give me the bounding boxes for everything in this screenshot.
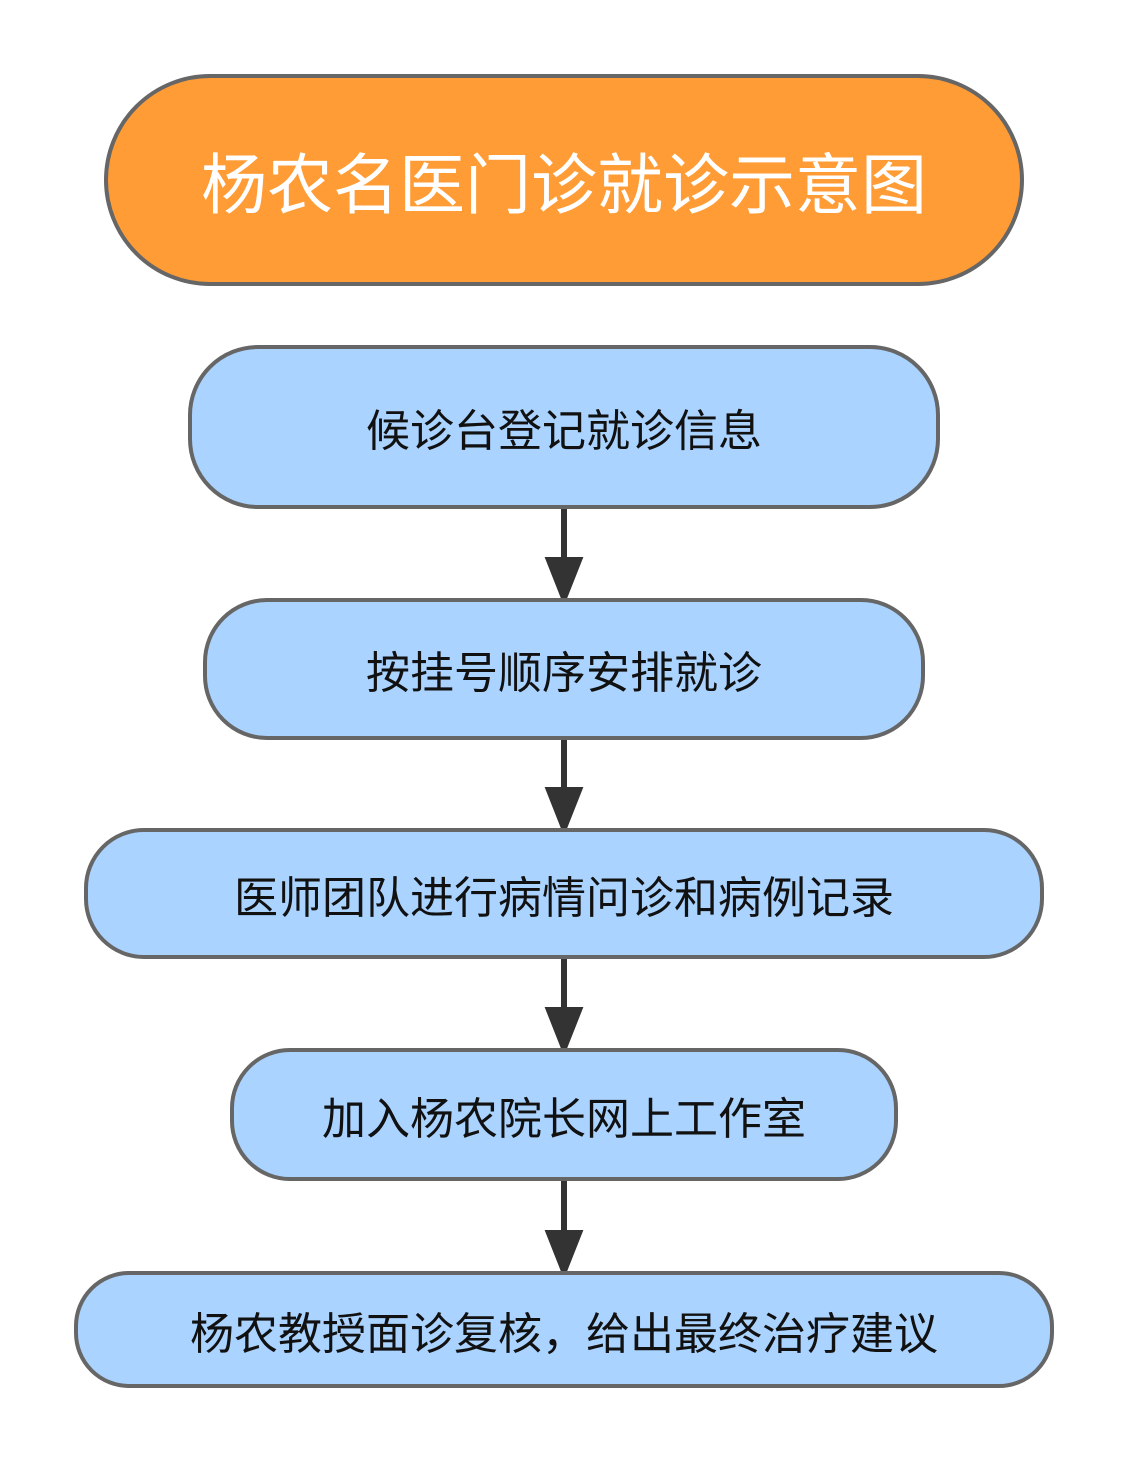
arrow-3 [544, 1007, 584, 1057]
step-4: 加入杨农院长网上工作室 [230, 1048, 898, 1181]
step-2: 按挂号顺序安排就诊 [203, 598, 925, 740]
step-5: 杨农教授面诊复核，给出最终治疗建议 [74, 1271, 1054, 1388]
title-node: 杨农名医门诊就诊示意图 [104, 74, 1024, 286]
step-3: 医师团队进行病情问诊和病例记录 [84, 828, 1044, 959]
arrow-1 [544, 557, 584, 607]
arrow-2 [544, 787, 584, 837]
arrow-4 [544, 1230, 584, 1280]
step-1: 候诊台登记就诊信息 [188, 345, 940, 509]
